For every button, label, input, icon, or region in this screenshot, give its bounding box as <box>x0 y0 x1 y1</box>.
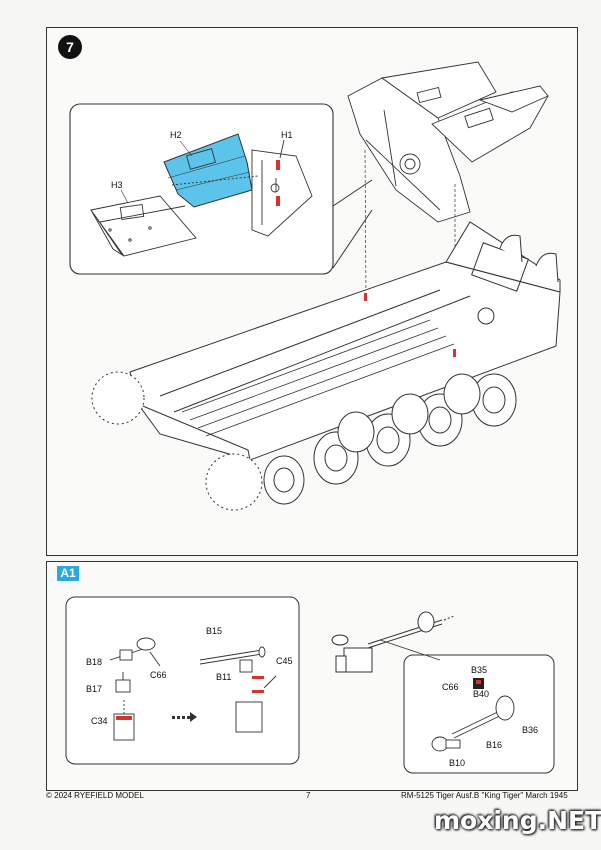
label-b40: B40 <box>473 689 489 699</box>
label-b17: B17 <box>86 684 102 694</box>
label-b36: B36 <box>522 725 538 735</box>
a1-part-b15-gun-barrel <box>199 646 266 673</box>
label-b15: B15 <box>206 626 222 636</box>
label-h2: H2 <box>170 130 182 140</box>
b11-red-mark <box>252 676 264 679</box>
label-b11: B11 <box>216 672 231 682</box>
c45-red-mark <box>252 690 264 693</box>
drive-sprocket <box>91 371 263 511</box>
a1-part-b35-icon <box>473 678 484 689</box>
a1-left-inset <box>65 596 300 765</box>
footer-copyright: © 2024 RYEFIELD MODEL <box>46 791 144 800</box>
footer-page-number: 7 <box>306 791 311 800</box>
label-b16: B16 <box>486 740 502 750</box>
lower-hull <box>129 221 561 461</box>
exhaust-pipes <box>499 234 559 283</box>
label-c66-left: C66 <box>150 670 167 680</box>
c34-red-mark <box>116 716 132 720</box>
h1-red-marker-2 <box>276 196 280 206</box>
label-c66-right: C66 <box>442 682 459 692</box>
a1-gun-mount-assembled <box>331 611 455 673</box>
part-h3-plate <box>90 195 197 257</box>
a1-arrow-dotted <box>172 712 197 722</box>
step-number-badge: 7 <box>58 35 82 59</box>
hull-red-markers <box>364 293 456 357</box>
label-h1: H1 <box>281 130 293 140</box>
a1-part-b17 <box>115 672 131 693</box>
torsion-bars <box>181 319 455 437</box>
a1-part-b11-c45 <box>235 675 277 733</box>
label-b35: B35 <box>471 665 487 675</box>
h1-red-marker-1 <box>276 160 280 170</box>
watermark: moxing.NET <box>434 806 601 835</box>
label-c45: C45 <box>276 656 293 666</box>
subassembly-badge: A1 <box>57 566 79 581</box>
label-c34: C34 <box>91 716 108 726</box>
road-wheels <box>263 373 517 505</box>
part-h1-bracket <box>251 139 313 237</box>
footer-product: RM-5125 Tiger Ausf.B "King Tiger" March … <box>401 791 568 800</box>
a1-part-b10 <box>431 736 461 752</box>
label-b10: B10 <box>449 758 465 768</box>
a1-part-c34 <box>113 700 135 741</box>
a1-part-b18-c66 <box>109 637 161 667</box>
a1-part-b40-rod <box>451 695 515 739</box>
upper-hull-rear-assembly <box>347 61 549 223</box>
label-b18: B18 <box>86 657 102 667</box>
label-h3: H3 <box>111 180 123 190</box>
